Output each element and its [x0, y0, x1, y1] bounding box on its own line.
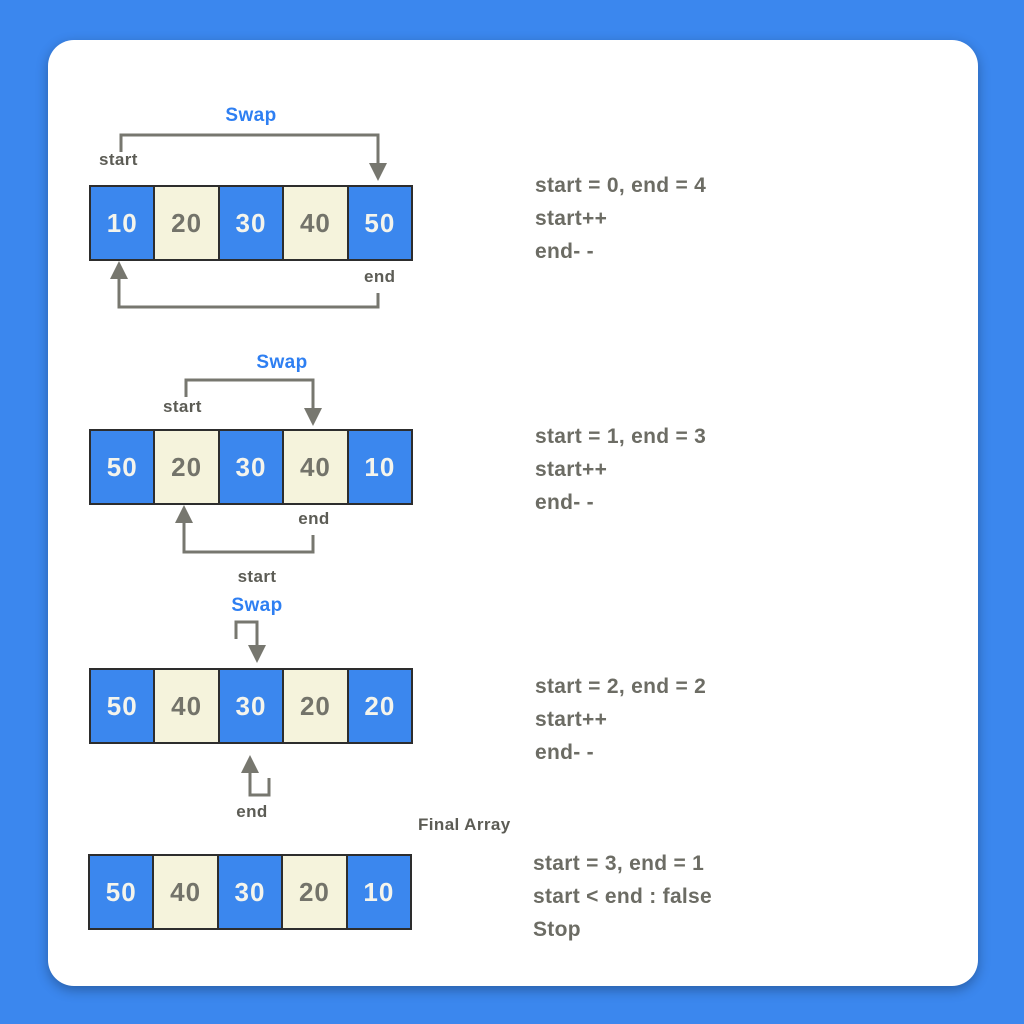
- diagram-card: [48, 40, 978, 986]
